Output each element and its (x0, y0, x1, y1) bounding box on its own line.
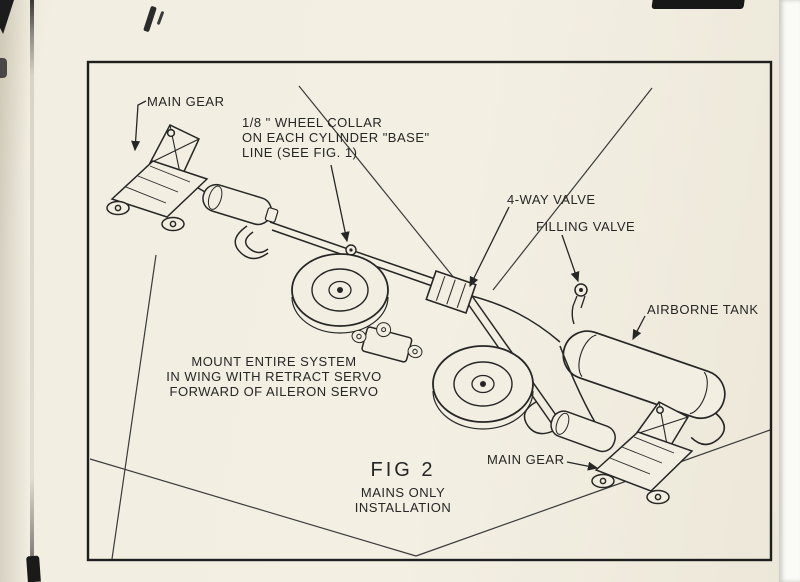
callout-main-gear-top: MAIN GEAR (147, 94, 225, 109)
air-tubing (234, 221, 597, 435)
tank-end-pipe (690, 412, 726, 446)
callout-filling-valve: FILLING VALVE (536, 219, 636, 234)
main-gear-top-assembly (106, 124, 209, 232)
mounting-note-line-2: IN WING WITH RETRACT SERVO (166, 369, 382, 384)
callout-wheel-collar-note: 1/8 " WHEEL COLLAR ON EACH CYLINDER "BAS… (242, 115, 430, 160)
wheel-collar-line-1: 1/8 " WHEEL COLLAR (242, 115, 383, 130)
air-cylinder-right (550, 410, 616, 453)
figure-number: FIG 2 (370, 459, 436, 481)
mounting-note-line-3: FORWARD OF AILERON SERVO (169, 384, 379, 399)
figure-caption: FIG 2 MAINS ONLY INSTALLATION (333, 458, 473, 515)
leader-main-gear-top (131, 100, 147, 152)
leader-filling-valve (561, 234, 580, 283)
leader-main-gear-bottom (566, 461, 599, 471)
main-gear-bottom-assembly (591, 401, 694, 505)
figure-border (86, 60, 773, 562)
air-cylinder-left (202, 183, 279, 226)
callout-airborne-tank: AIRBORNE TANK (647, 302, 759, 317)
callout-leader-lines (131, 100, 646, 471)
leader-four-way-valve (469, 206, 510, 288)
wheel-collar-line-3: LINE (SEE FIG. 1) (242, 145, 358, 160)
wheel-collar-fitting (345, 244, 357, 256)
scan-artifact-left-spot (0, 58, 7, 78)
airborne-tank-drawing (562, 330, 726, 446)
page-right-edge (779, 0, 800, 582)
mounting-note: MOUNT ENTIRE SYSTEM IN WING WITH RETRACT… (134, 354, 414, 399)
mounting-note-line-1: MOUNT ENTIRE SYSTEM (191, 354, 357, 369)
leader-wheel-collar (330, 164, 350, 243)
four-way-valve-block (425, 269, 477, 315)
aileron-servo (351, 322, 423, 363)
filling-valve-drawing (571, 283, 588, 325)
callout-four-way-valve: 4-WAY VALVE (507, 192, 596, 207)
page-binding-crease (30, 0, 34, 582)
figure-subtitle-2: INSTALLATION (354, 500, 452, 515)
wheel-left (291, 253, 389, 334)
figure-subtitle-1: MAINS ONLY (360, 485, 446, 500)
page-left-shade (0, 0, 30, 582)
leader-airborne-tank (632, 315, 646, 341)
wing-sketch-lines (89, 85, 771, 560)
wheel-right (432, 345, 534, 430)
callout-main-gear-bottom: MAIN GEAR (487, 452, 565, 467)
wheel-collar-line-2: ON EACH CYLINDER "BASE" (242, 130, 430, 145)
